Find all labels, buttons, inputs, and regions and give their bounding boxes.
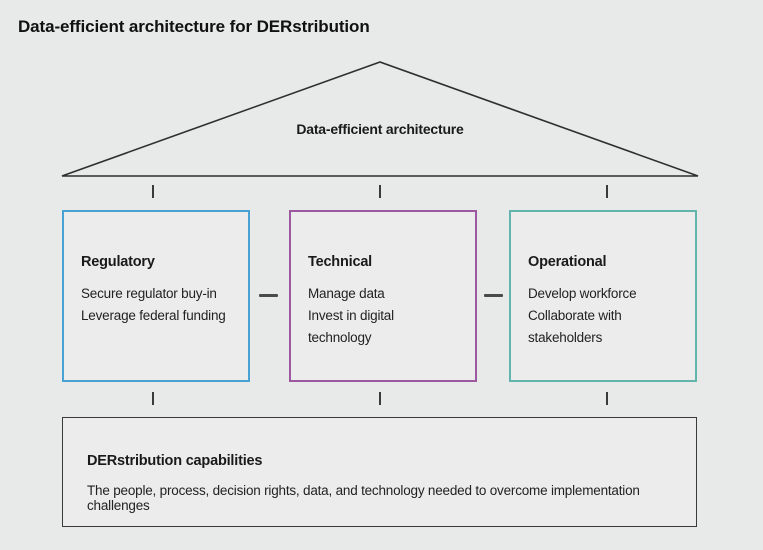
pillar-item: Leverage federal funding — [81, 308, 226, 323]
foundation-description: The people, process, decision rights, da… — [87, 483, 640, 513]
pillar-item: Secure regulator buy-in — [81, 286, 217, 301]
foundation-box: DERstribution capabilities The people, p… — [62, 417, 697, 527]
connector-dash — [259, 294, 278, 297]
roof-label: Data-efficient architecture — [296, 121, 464, 137]
connector-tick — [606, 185, 608, 198]
connector-dash — [484, 294, 503, 297]
foundation-heading: DERstribution capabilities — [87, 453, 263, 469]
connector-tick — [152, 185, 154, 198]
pillar-heading: Operational — [528, 254, 607, 270]
connector-tick — [379, 185, 381, 198]
pillar-item: Develop workforce — [528, 286, 637, 301]
pillar-heading: Regulatory — [81, 254, 155, 270]
connector-tick — [606, 392, 608, 405]
connector-tick — [152, 392, 154, 405]
pillar-item: Collaborate with stakeholders — [528, 308, 622, 345]
connector-tick — [379, 392, 381, 405]
pillar-item: Manage data — [308, 286, 385, 301]
pillar-heading: Technical — [308, 254, 373, 270]
pillar-regulatory: Regulatory Secure regulator buy-in Lever… — [62, 210, 250, 382]
page-title: Data-efficient architecture for DERstrib… — [18, 17, 370, 36]
pillar-operational: Operational Develop workforce Collaborat… — [509, 210, 697, 382]
roof-triangle — [61, 61, 699, 177]
pillar-technical: Technical Manage data Invest in digital … — [289, 210, 477, 382]
pillar-item: Invest in digital technology — [308, 308, 394, 345]
